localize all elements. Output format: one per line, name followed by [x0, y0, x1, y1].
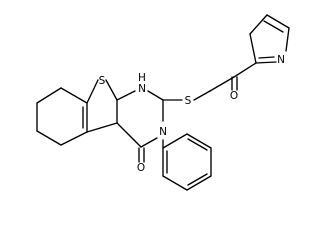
thioether-sulfur-label: S: [185, 95, 192, 107]
bond: [86, 122, 118, 133]
bond: [162, 175, 188, 191]
bond: [162, 133, 188, 149]
ketone-oxygen-label: O: [230, 90, 238, 102]
bond: [116, 122, 142, 148]
bond: [249, 33, 257, 64]
amide-nitrogen-label: N: [159, 126, 167, 138]
bonds: [36, 14, 290, 191]
amine-nitrogen-label: N: [138, 83, 146, 95]
bond: [285, 27, 290, 52]
bond: [263, 20, 284, 33]
bond: [266, 14, 290, 29]
structure-canvas: S N H S O N N O: [36, 14, 290, 191]
amine-hydrogen-label: H: [138, 72, 146, 84]
bond: [36, 130, 62, 146]
bond: [258, 56, 275, 59]
bond: [86, 79, 99, 104]
pyrrole-nitrogen-label: N: [277, 54, 285, 66]
thiophene-sulfur-label: S: [99, 75, 106, 87]
atom-labels: S N H S O N N O: [99, 54, 285, 174]
bond: [193, 90, 211, 101]
molecule-diagram: S N H S O N N O: [36, 14, 290, 191]
bond: [140, 137, 158, 148]
bond: [36, 87, 62, 104]
bond: [187, 138, 208, 151]
bond: [60, 131, 88, 146]
bond: [233, 62, 257, 78]
bond: [187, 173, 208, 186]
amide-oxygen-label: O: [137, 162, 145, 174]
bond: [60, 87, 88, 104]
bond: [116, 90, 136, 101]
bond: [186, 175, 212, 191]
bond: [186, 133, 212, 149]
bond: [105, 79, 118, 101]
bond: [209, 76, 235, 92]
bond: [249, 14, 268, 35]
bond: [255, 61, 277, 64]
bond: [147, 90, 164, 101]
